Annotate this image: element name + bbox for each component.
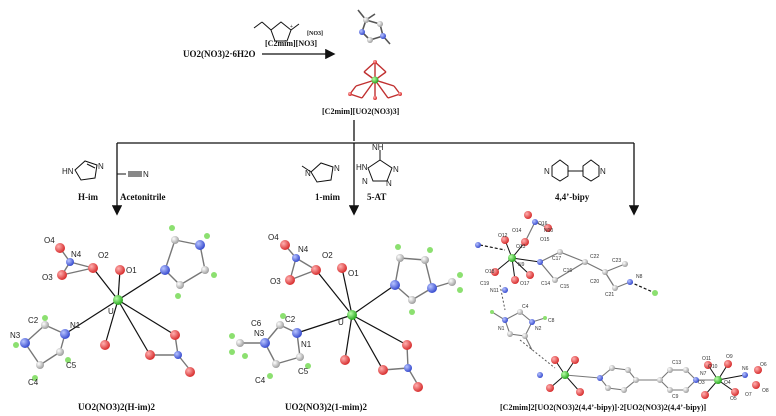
p3-atom-o17: O17: [520, 281, 530, 287]
p3-atom-o9: O9: [726, 354, 733, 360]
p3-atom-o4: O4: [724, 380, 731, 386]
p2-atom-o1: O1: [348, 269, 359, 278]
intermediate-cation-ortep: [357, 9, 391, 45]
product-label-3: [C2mim]2[UO2(NO3)2(4,4’-bipy)]·2[UO2(NO3…: [500, 403, 707, 412]
svg-text:+: +: [290, 24, 293, 30]
svg-text:N: N: [393, 165, 399, 174]
p1-atom-n4: N4: [71, 250, 82, 259]
svg-text:NH: NH: [372, 143, 384, 152]
svg-text:HN: HN: [62, 167, 74, 176]
p3-atom-o8: O8: [762, 388, 769, 394]
p3-atom-o6: O6: [760, 362, 767, 368]
ligand-label-acetonitrile: Acetonitrile: [120, 192, 165, 202]
p2-atom-n4: N4: [298, 245, 309, 254]
p3-atom-o3: O3: [698, 380, 705, 386]
p3-atom-o15: O15: [540, 237, 550, 243]
p2-atom-c4: C4: [255, 376, 266, 385]
p1-atom-u: U: [108, 307, 114, 316]
p3-atom-n2: N2: [535, 326, 542, 332]
p1-atom-o3: O3: [42, 273, 53, 282]
p3-atom-n10: N10: [544, 228, 553, 234]
p3-atom-o16: O16: [538, 221, 548, 227]
product-label-2: UO2(NO3)2(1-mim)2: [285, 402, 367, 412]
svg-text:N: N: [98, 162, 104, 171]
p3-atom-c14: C14: [541, 281, 550, 287]
branch-arrows: [111, 120, 640, 216]
cation-structure: +: [253, 21, 300, 42]
p2-atom-o3: O3: [270, 277, 281, 286]
p2-atom-n1: N1: [301, 340, 312, 349]
p3-atom-n6: N6: [742, 366, 749, 372]
p2-atom-c2: C2: [285, 315, 296, 324]
p2-atom-c6: C6: [251, 319, 262, 328]
p2-atom-n3: N3: [254, 329, 265, 338]
p1-atom-c4: C4: [28, 378, 39, 387]
ligand-label-bipy: 4,4’-bipy: [555, 192, 590, 202]
svg-text:N: N: [386, 179, 392, 188]
reactant-label: UO2(NO3)2·6H2O: [183, 49, 256, 59]
nitrate-anion-label: [NO3]: [307, 31, 323, 37]
product-2-ortep: [229, 240, 463, 392]
p1-atom-c2: C2: [28, 316, 39, 325]
acetonitrile-structure: N: [117, 170, 149, 179]
p3-atom-c17: C17: [552, 256, 561, 262]
p3-atom-o18: O18: [485, 269, 495, 275]
bipy-structure: N N: [544, 159, 606, 182]
p3-atom-c4: C4: [522, 304, 529, 310]
p3-atom-o10: O10: [708, 364, 718, 370]
p3-atom-c9: C9: [672, 394, 679, 400]
p3-atom-o11: O11: [702, 356, 711, 362]
p1-atom-n3: N3: [10, 331, 21, 340]
p1-atom-o1: O1: [126, 266, 137, 275]
svg-text:N: N: [600, 167, 606, 176]
p3-atom-n11: N11: [490, 288, 499, 294]
product-label-1: UO2(NO3)2(H-im)2: [78, 402, 155, 412]
p3-atom-c23: C23: [612, 258, 621, 264]
p3-atom-o5: O5: [730, 396, 737, 402]
p3-atom-o14: O14: [512, 228, 522, 234]
p3-atom-n7: N7: [700, 371, 707, 377]
ligand-label-5-at: 5-AT: [367, 192, 386, 202]
p3-atom-c20: C20: [590, 279, 599, 285]
p2-atom-u: U: [338, 318, 344, 327]
intermediate-anion-ortep: [348, 60, 402, 100]
product-1-ortep: [13, 225, 217, 381]
p2-atom-o4: O4: [268, 233, 279, 242]
p3-atom-n1: N1: [498, 326, 505, 332]
p2-atom-o2: O2: [322, 251, 333, 260]
p3-atom-c22: C22: [590, 254, 599, 260]
p3-atom-c13: C13: [672, 360, 681, 366]
intermediate-label: [C2mim][UO2(NO3)3]: [322, 107, 400, 116]
1-mim-structure: N N: [301, 162, 340, 183]
p2-atom-c5: C5: [298, 367, 309, 376]
p3-atom-c19: C19: [480, 281, 489, 287]
svg-text:N: N: [334, 164, 340, 173]
p1-atom-n1: N1: [70, 321, 81, 330]
h-im-structure: HN N: [62, 160, 104, 181]
p3-atom-n8: N8: [636, 274, 643, 280]
svg-text:N: N: [305, 169, 311, 178]
p3-atom-c21: C21: [605, 292, 614, 298]
ligand-label-1-mim: 1-mim: [315, 192, 340, 202]
p1-atom-o2: O2: [98, 251, 109, 260]
p3-atom-c16: C16: [563, 268, 572, 274]
product-3-ortep: [475, 211, 762, 399]
svg-text:HN: HN: [356, 163, 368, 172]
p3-atom-c8: C8: [548, 318, 555, 324]
p1-atom-o4: O4: [44, 236, 55, 245]
reagent-label: [C2mim][NO3]: [265, 39, 317, 48]
p1-atom-c5: C5: [66, 361, 77, 370]
p3-atom-o7: O7: [745, 392, 752, 398]
svg-text:N: N: [362, 177, 368, 186]
svg-text:N: N: [143, 170, 149, 179]
p3-atom-n9: N9: [518, 262, 525, 268]
5-at-structure: NH HN N N N: [356, 143, 399, 188]
ligand-label-h-im: H-im: [78, 192, 98, 202]
p3-atom-o13: O13: [516, 244, 526, 250]
p3-atom-o12: O12: [498, 233, 508, 239]
p3-atom-c15: C15: [560, 284, 569, 290]
svg-text:N: N: [544, 167, 550, 176]
